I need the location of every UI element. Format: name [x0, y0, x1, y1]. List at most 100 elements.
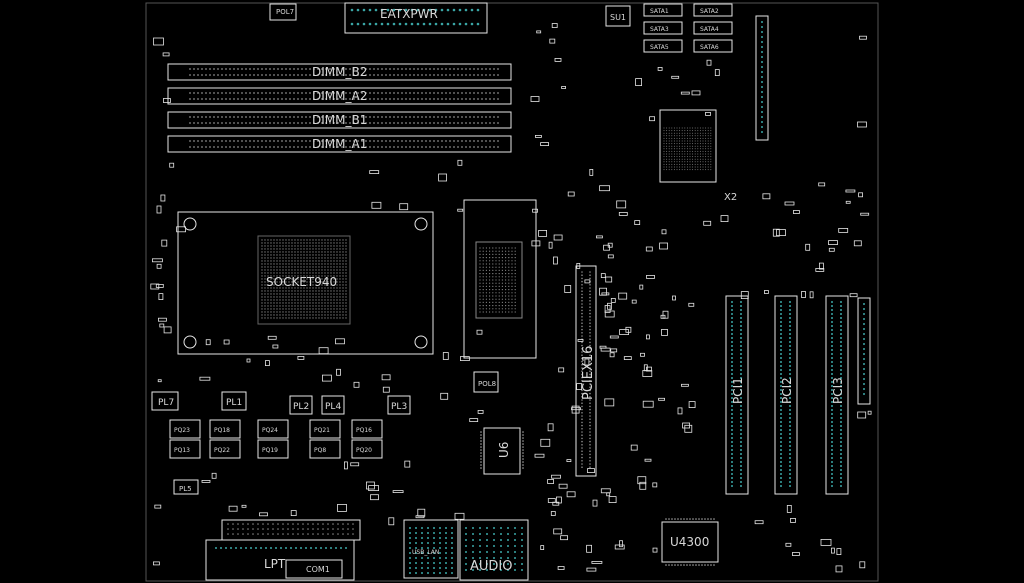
dimm-pin [305, 140, 307, 142]
sb-pin [671, 130, 673, 132]
cpu-pin [333, 296, 335, 298]
dimm-pin [365, 92, 367, 94]
dimm-pin [265, 74, 267, 76]
smd-component [550, 511, 556, 516]
pcie-pin [589, 303, 591, 305]
dimm-pin [485, 146, 487, 148]
cpu-pin [273, 296, 275, 298]
cpu-pin [273, 287, 275, 289]
nb-pin [479, 301, 481, 303]
pci-pin [740, 349, 742, 351]
atx-pin [362, 22, 366, 26]
cpu-pin [303, 290, 305, 292]
nb-pin [501, 285, 503, 287]
dimm-pin [445, 74, 447, 76]
sb-pin [707, 161, 709, 163]
cpu-pin [330, 296, 332, 298]
smd-component [156, 263, 162, 269]
cpu-pin [306, 257, 308, 259]
dimm-pin [229, 98, 231, 100]
sb-pin [679, 156, 681, 158]
dimm-pin [349, 116, 351, 118]
nb-pin [482, 273, 484, 275]
dimm-pin [445, 122, 447, 124]
dimm-pin [489, 74, 491, 76]
io-pin [465, 545, 467, 547]
sb-pin [707, 140, 709, 142]
dimm-pin [289, 122, 291, 124]
cpu-pin [285, 266, 287, 268]
dimm-pin [433, 116, 435, 118]
nb-pin [508, 263, 510, 265]
pcie-pin [581, 287, 583, 289]
dimm-pin [461, 122, 463, 124]
cpu-pin [321, 302, 323, 304]
chip-pin [480, 452, 482, 454]
dimm-pin [341, 140, 343, 142]
nb-pin [492, 279, 494, 281]
smd-component [740, 291, 749, 300]
dimm-pin [457, 92, 459, 94]
cpu-pin [267, 254, 269, 256]
nb-pin [514, 285, 516, 287]
dimm-pin [421, 92, 423, 94]
dimm-pin [457, 116, 459, 118]
dimm-pin [433, 74, 435, 76]
nb-pin [495, 269, 497, 271]
smd-component [156, 205, 162, 214]
dimm-pin [285, 74, 287, 76]
dimm-pin [209, 92, 211, 94]
pci-pin [780, 389, 782, 391]
nb-pin [482, 311, 484, 313]
chip-pin [710, 518, 712, 520]
chip-pin [713, 518, 715, 520]
nb-pin [495, 308, 497, 310]
pcie-pin [581, 440, 583, 443]
io-pin [439, 547, 441, 549]
cpu-pin [273, 263, 275, 265]
pci-pin [740, 481, 742, 483]
dimm-pin [477, 146, 479, 148]
sb-pin [705, 166, 707, 168]
cpu-pin [267, 260, 269, 262]
dimm-pin [209, 122, 211, 124]
sb-pin [679, 135, 681, 137]
sb-pin [684, 145, 686, 147]
nb-pin [511, 247, 513, 249]
dimm-pin [409, 140, 411, 142]
dimm-pin [233, 116, 235, 118]
smd-component [399, 203, 409, 211]
cpu-pin [309, 254, 311, 256]
dimm-pin [337, 68, 339, 70]
pcie-pin [581, 296, 583, 299]
dimm-pin [297, 74, 299, 76]
sb-pin [710, 132, 712, 134]
io-pin [409, 547, 411, 549]
cpu-pin [312, 266, 314, 268]
cpu-pin [297, 242, 299, 244]
dimm-pin [377, 74, 379, 76]
nb-pin [511, 253, 513, 255]
cpu-pin [285, 296, 287, 298]
pcie-pin [581, 392, 583, 395]
chip-pin [707, 564, 709, 566]
cpu-pin [300, 257, 302, 259]
chip-pin [704, 518, 706, 520]
dimm-pin [253, 116, 255, 118]
cpu-pin [261, 281, 263, 283]
dimm-pin [401, 68, 403, 70]
io-pin [409, 527, 411, 529]
chip-pins [480, 431, 715, 566]
cpu-pin [273, 308, 275, 310]
pci-pin [731, 429, 733, 431]
pci-pin [731, 337, 733, 339]
smd-component [160, 194, 166, 202]
io-pin [277, 533, 279, 535]
dimm-pin [417, 116, 419, 118]
cpu-pin [318, 263, 320, 265]
sb-pin [710, 140, 712, 142]
pci-pin [831, 473, 833, 475]
cpu-pin [339, 287, 341, 289]
dimm-pin [277, 98, 279, 100]
sb-pin [697, 156, 699, 158]
